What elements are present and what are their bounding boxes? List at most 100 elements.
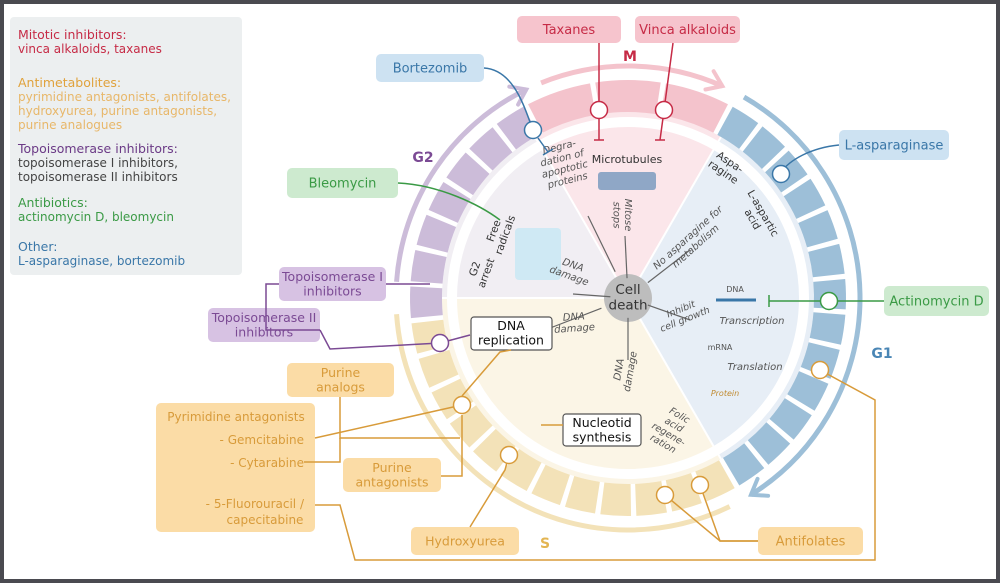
- antifolates-label: Antifolates: [776, 535, 846, 550]
- g1-phase-arrowhead: [748, 476, 771, 498]
- g2-ring-segment: [410, 249, 447, 284]
- topoisomerase-1-label-line: inhibitors: [303, 284, 361, 299]
- protein-label: Protein: [711, 389, 739, 398]
- protein-label-line: Protein: [711, 389, 739, 398]
- topo2-line: [319, 329, 471, 350]
- g1-phase-arc: [742, 94, 863, 497]
- purine-analogs-label-line: analogs: [316, 380, 365, 395]
- hydroxyurea-inhibit-icon: [499, 445, 519, 465]
- s-ring-segment: [600, 482, 632, 516]
- g2-phase-arc: [394, 87, 528, 282]
- g2-ring-segment: [410, 286, 443, 319]
- g1-ring-segment: [747, 422, 791, 465]
- antifolates-box: [758, 527, 863, 555]
- purine-inhibit-icon-1: [452, 395, 472, 415]
- g1-ring-segment: [722, 443, 765, 486]
- microtubules-illustration: [598, 172, 656, 190]
- g2-ring-segment: [416, 214, 457, 253]
- g1-ring-segment: [742, 126, 785, 169]
- purine-antagonists-label-line: Purine: [372, 460, 412, 475]
- dna-damage-label-2: DNAdamage: [553, 311, 595, 336]
- l-asparaginase-label-line: L-asparaginase: [845, 139, 944, 154]
- legend-title: Antibiotics:: [18, 195, 88, 210]
- transcription-label: Transcription: [719, 316, 784, 327]
- purine-antagonists-label-line: antagonists: [355, 475, 428, 490]
- l-asparaginase-inhibit-icon: [771, 164, 791, 184]
- g1-ring-segment: [783, 178, 826, 219]
- transcription-label-line: Transcription: [719, 316, 784, 327]
- dna-replication-box: [470, 316, 553, 351]
- dna-replication-label-line: replication: [478, 332, 544, 347]
- m-ring-segment: [595, 80, 661, 115]
- g1-ring-segment: [798, 210, 838, 248]
- fluorouracil-inhibit-icon: [810, 360, 830, 380]
- cytarabine-label-line: - Cytarabine: [230, 456, 304, 470]
- legend-title: Mitotic inhibitors:: [18, 27, 127, 42]
- l-asparaginase-box: [839, 130, 949, 160]
- g2-inner-sector-2: [442, 136, 628, 298]
- s-ring-segment: [473, 428, 516, 472]
- pyrimidine-title-line: Pyrimidine antagonists: [167, 410, 305, 424]
- pathway-arrow: [544, 307, 602, 331]
- legend-body: pyrimidine antagonists, antifolates, hyd…: [18, 90, 231, 132]
- s-ring-segment: [564, 476, 600, 514]
- microtubules-label-line: Microtubules: [592, 153, 663, 166]
- bortezomib-block: [537, 137, 554, 156]
- purine-analogs-box: [287, 363, 394, 397]
- purine-antagonists-line: [441, 415, 463, 477]
- taxanes-label: Taxanes: [542, 23, 596, 38]
- dna-helix-illustration: [515, 228, 561, 280]
- phase-label-g1: G1: [871, 346, 892, 362]
- g1-ring-segment: [809, 312, 846, 345]
- mitose-stops-label-line: Mitose: [622, 199, 633, 232]
- phase-label-s: S: [540, 536, 550, 552]
- dna-label-line: DNA: [726, 285, 744, 294]
- purine-antagonists-box: [343, 458, 441, 492]
- dna-replication-label-line: DNA: [497, 318, 525, 333]
- g1-ring-segment: [717, 106, 759, 149]
- phase-label-g1-line: G1: [871, 346, 892, 362]
- taxanes-inhibit-icon: [589, 100, 609, 120]
- phase-label-m-line: M: [623, 49, 637, 65]
- pathway-arrow: [624, 235, 628, 279]
- bortezomib-label: Bortezomib: [393, 62, 468, 77]
- translation-label-line: Translation: [727, 362, 782, 373]
- g2-ring-segment: [469, 127, 513, 171]
- purine-analogs-label-line: Purine: [321, 365, 361, 380]
- pathway-arrow: [572, 293, 611, 298]
- legend-body: vinca alkaloids, taxanes: [18, 42, 162, 56]
- nucleotide-synthesis-label-line: synthesis: [573, 429, 632, 444]
- g2-arrest-label-line: G2: [467, 260, 483, 278]
- topo-inhibit-icon: [430, 333, 450, 353]
- legend-body: actinomycin D, bleomycin: [18, 210, 174, 224]
- phase-label-m: M: [623, 49, 637, 65]
- g1-ring-segment: [800, 342, 840, 379]
- antifolates-inhibit-icon-1: [690, 475, 710, 495]
- g2-ring-segment: [428, 181, 471, 223]
- pyrimidine-antagonists-box: [156, 403, 315, 532]
- legend-title: Antimetabolites:: [18, 75, 122, 90]
- dna-label: DNA: [726, 285, 744, 294]
- fluorouracil-label: - 5-Fluorouracil /: [206, 497, 305, 511]
- topoisomerase-2-label-line: Topoisomerase II: [211, 310, 317, 325]
- actinomycin-d-label-line: Actinomycin D: [889, 295, 983, 310]
- cell-death-circle: [604, 274, 652, 322]
- bleomycin-label-line: Bleomycin: [309, 177, 377, 192]
- inner-ring-gap: [447, 117, 809, 479]
- g1-ring-segment: [787, 371, 829, 411]
- dna-damage-label-1: DNAdamage: [548, 253, 594, 288]
- hydroxyurea-label: Hydroxyurea: [425, 533, 505, 548]
- phase-label-g2-line: G2: [412, 150, 433, 166]
- gemcitabine-line: [314, 404, 463, 439]
- pathway-arrow: [587, 215, 616, 273]
- nucleotide-synthesis-label-line: Nucleotid: [572, 415, 631, 430]
- antifolates-line-2: [664, 494, 758, 542]
- hydroxyurea-label-line: Hydroxyurea: [425, 533, 505, 548]
- mrna-label: mRNA: [708, 343, 733, 352]
